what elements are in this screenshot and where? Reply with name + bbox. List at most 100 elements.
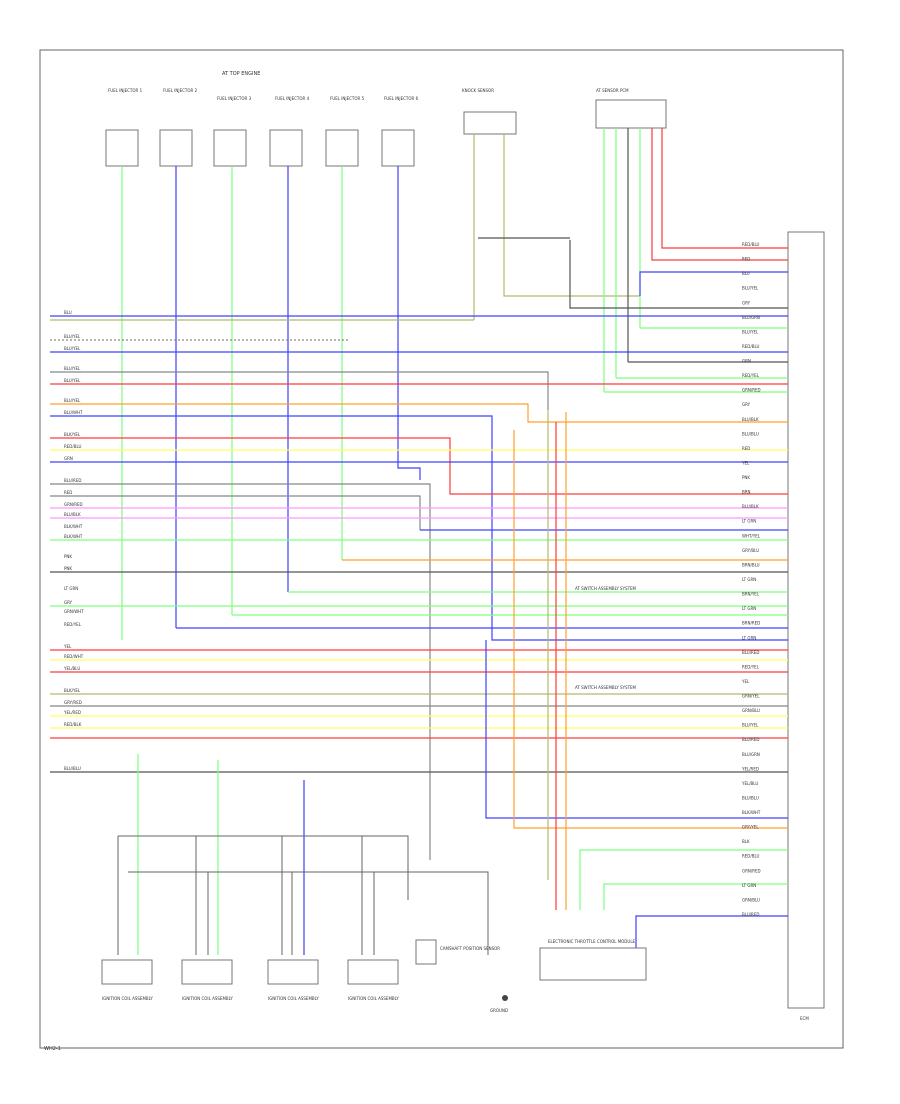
component-label-coil-1: IGNITION COIL ASSEMBLY	[102, 996, 153, 1001]
left-wire-labels: BLUBLU/YELBLU/YELBLU/YELBLU/YELBLU/YELBL…	[63, 310, 84, 771]
wire-v-mid-2	[503, 134, 640, 297]
right-wire-label: WHT/YEL	[742, 533, 761, 538]
right-wire-label: RED/YEL	[742, 373, 760, 378]
coil-bus-drops-2	[207, 872, 375, 955]
right-wire-label: RED	[742, 446, 750, 451]
right-wire-labels: RED/BLU RED BLU BLU/YEL GRY BLU/GRN BLU/YEL RED…	[741, 242, 761, 917]
left-wire-label: RED/YEL	[64, 622, 82, 627]
right-wire-label: BLU/GRN	[742, 315, 760, 320]
wire-h-6	[50, 403, 788, 423]
component-box-etc	[539, 947, 647, 981]
left-wire-label: PNK	[64, 554, 72, 559]
right-wire-label: BLU/BLU	[742, 795, 759, 800]
left-wire-label: BLK/YEL	[64, 432, 81, 437]
connector-box-4	[269, 129, 303, 167]
right-wire-label: BLU/BLU	[742, 431, 759, 436]
wire-h-12	[50, 495, 421, 530]
sensor-top-right-box	[595, 99, 667, 129]
right-wire-label: BRN/YEL	[742, 592, 760, 597]
right-wire-label: YEL/RED	[741, 766, 759, 771]
left-wire-label: RED/WHT	[64, 654, 84, 659]
right-wire-label: GRY	[742, 300, 751, 305]
wire-v-etc-4	[603, 883, 788, 910]
wire-h-8	[50, 437, 788, 495]
right-wire-label: GRN/RED	[742, 868, 761, 873]
right-wire-label: RED	[742, 257, 750, 262]
left-wire-label: BLU/YEL	[64, 346, 81, 351]
right-wire-label: GRY	[742, 402, 751, 407]
right-wire-label: BLK/WHT	[742, 810, 761, 815]
bottom-labels: IGNITION COIL ASSEMBLY IGNITION COIL ASS…	[102, 939, 809, 1021]
right-wire-label: BLU/YEL	[742, 286, 759, 291]
connector-box-5	[325, 129, 359, 167]
component-box-coil-2	[181, 959, 233, 985]
wire-h-4	[50, 371, 549, 410]
wire-v-etc-5	[635, 915, 788, 948]
right-wire-label: GRN/YEL	[742, 694, 760, 699]
left-wire-label: BLU/YEL	[64, 398, 81, 403]
sensor-top-mid-label: KNOCK SENSOR	[462, 88, 494, 93]
right-wire-label: BLU/RED	[742, 737, 759, 742]
left-wire-label: RED	[64, 490, 72, 495]
right-wire-label: BLU	[742, 271, 750, 276]
right-wire-label: GRN/BLU	[742, 708, 760, 713]
left-wire-label: BLK/YEL	[64, 688, 81, 693]
ground-point	[502, 995, 508, 1001]
left-wire-label: BLU/YEL	[64, 334, 81, 339]
right-wire-label: BLU/GRN	[742, 752, 760, 757]
left-wire-label: RED/BLK	[64, 722, 82, 727]
left-wire-label: BLU/WHT	[64, 410, 83, 415]
right-wire-label: LT GRN	[742, 519, 756, 524]
connector-box-6	[381, 129, 415, 167]
wire-h-11	[50, 483, 431, 860]
right-wire-label: RED/BLU	[742, 854, 760, 859]
left-wire-label: BLU	[64, 310, 72, 315]
right-wire-label: GRY/YEL	[742, 825, 759, 830]
left-wire-label: BLU/BLK	[64, 512, 81, 517]
left-wire-label: GRY	[64, 600, 73, 605]
component-label-cmp: CAMSHAFT POSITION SENSOR	[440, 946, 500, 951]
component-box-cmp	[415, 939, 437, 965]
right-wire-label: BRN	[742, 490, 751, 495]
right-wire-label: RED/YEL	[742, 664, 760, 669]
coil-bus-drops	[195, 836, 363, 955]
left-wire-label: YEL	[63, 644, 72, 649]
left-wire-label: GRN/RED	[64, 502, 83, 507]
right-wire-label: GRY/BLU	[742, 548, 759, 553]
sensor-top-right-label: AT SENSOR PCM	[596, 88, 629, 93]
wire-h-32	[485, 640, 788, 819]
left-wire-label: BLU/BLU	[64, 766, 81, 771]
right-wire-label: BLU/BLK	[742, 417, 759, 422]
top-connector-labels: FUEL INJECTOR 1 FUEL INJECTOR 2 FUEL INJ…	[108, 88, 629, 101]
top-connectors	[105, 99, 667, 167]
coil-bus-top	[118, 835, 409, 900]
header-label: AT TOP ENGINE	[222, 71, 260, 77]
left-wire-label: GRN/WHT	[64, 609, 84, 614]
component-label-ecm: ECM	[800, 1016, 809, 1021]
right-wire-label: YEL/BLU	[741, 781, 758, 786]
wire-v-6	[397, 166, 421, 480]
right-wire-label: BRN/RED	[742, 621, 760, 626]
right-wire-label: LT GRN	[742, 635, 756, 640]
wire-v-r7	[569, 240, 788, 309]
wire-h-7	[50, 415, 788, 641]
diagram-frame	[39, 49, 844, 1049]
page-footer: WH2-1	[44, 1046, 61, 1052]
right-wire-label: LT GRN	[742, 606, 756, 611]
right-wire-label: BLU/YEL	[742, 329, 759, 334]
component-label-coil-4: IGNITION COIL ASSEMBLY	[348, 996, 399, 1001]
left-wire-label: BLK/WHT	[64, 524, 83, 529]
coil-bus	[117, 835, 489, 955]
mid-note-2: AT SWITCH ASSEMBLY SYSTEM	[575, 685, 637, 690]
wire-h-39	[639, 271, 788, 296]
wire-v-r6	[661, 128, 788, 249]
left-wire-label: YEL/RED	[63, 710, 81, 715]
right-wire-label: RED/BLU	[742, 344, 760, 349]
left-wire-label: GRN	[64, 456, 73, 461]
connector-label-3: FUEL INJECTOR 3	[217, 96, 252, 101]
right-wire-label: BLU/RED	[742, 912, 759, 917]
left-wire-label: YEL/BLU	[63, 666, 80, 671]
connector-label-6: FUEL INJECTOR 6	[384, 96, 419, 101]
